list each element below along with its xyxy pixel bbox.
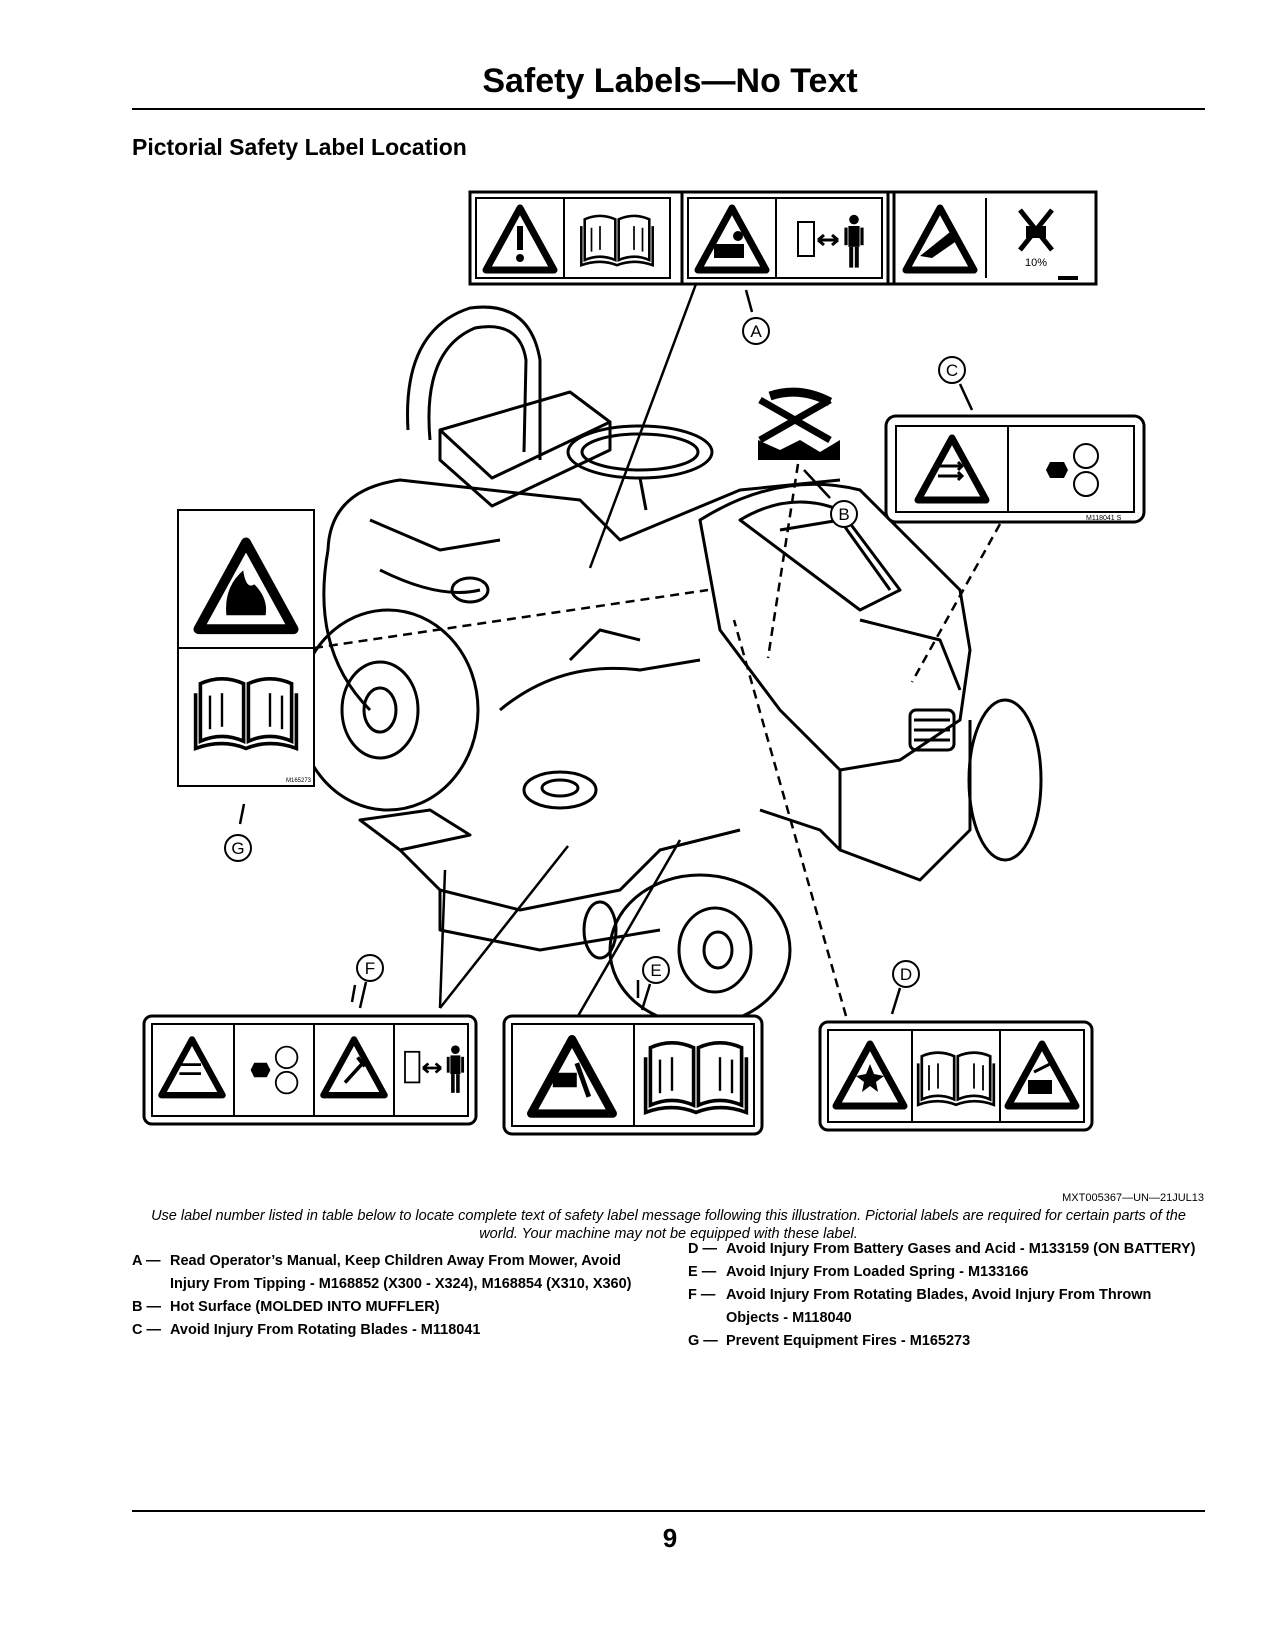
svg-text:G: G — [231, 839, 244, 858]
callout-b: B — [830, 500, 858, 528]
callout-f: F — [356, 954, 384, 1009]
label-b-pictogram — [758, 387, 840, 460]
label-c: M118041 S — [884, 414, 1146, 524]
dashed-leader-lines — [313, 463, 1002, 1017]
svg-text:F: F — [365, 959, 375, 978]
label-e — [502, 1014, 764, 1136]
legend-item-d: D — Avoid Injury From Battery Gases and … — [688, 1241, 1196, 1257]
callout-a: A — [742, 317, 770, 345]
section-title: Pictorial Safety Label Location — [132, 134, 467, 160]
label-g-code: M165273 — [286, 778, 312, 784]
page-number: 9 — [662, 1523, 678, 1553]
figure-caption: Use label number listed in table below t… — [151, 1208, 1186, 1242]
legend-item-b: B — Hot Surface (MOLDED INTO MUFFLER) — [132, 1299, 440, 1315]
tractor-drawing — [296, 305, 1043, 1027]
header-rule — [132, 108, 1205, 110]
legend-item-f: F — Avoid Injury From Rotating Blades, A… — [688, 1287, 1152, 1326]
footer-rule — [132, 1510, 1205, 1512]
svg-text:E: E — [650, 961, 661, 980]
callout-e: E — [640, 956, 670, 1011]
label-a-strip: 10% — [468, 190, 1098, 286]
svg-text:C: C — [946, 361, 958, 380]
safety-label-illustration: 10% — [142, 190, 1146, 1136]
svg-text:A: A — [750, 322, 762, 341]
callout-c: C — [938, 356, 974, 411]
label-g: M165273 — [177, 509, 315, 787]
leader-lines — [238, 283, 831, 1017]
svg-text:B: B — [838, 505, 849, 524]
label-f — [142, 1014, 478, 1126]
callout-g: G — [224, 834, 252, 862]
legend-item-e: E — Avoid Injury From Loaded Spring - M1… — [688, 1264, 1029, 1280]
label-a-percent-text: 10% — [1025, 257, 1047, 269]
label-c-code: M118041 S — [1086, 515, 1122, 522]
svg-text:D: D — [900, 965, 912, 984]
legend-right: D — Avoid Injury From Battery Gases and … — [688, 1238, 1206, 1353]
callout-d: D — [890, 960, 920, 1015]
label-d — [818, 1020, 1094, 1132]
legend-left: A — Read Operator’s Manual, Keep Childre… — [132, 1250, 652, 1342]
figure-id: MXT005367—UN—21JUL13 — [1062, 1192, 1204, 1204]
legend-item-c: C — Avoid Injury From Rotating Blades - … — [132, 1322, 481, 1338]
legend-item-a: A — Read Operator’s Manual, Keep Childre… — [132, 1253, 632, 1292]
page-title: Safety Labels—No Text — [482, 62, 858, 100]
legend-item-g: G — Prevent Equipment Fires - M165273 — [688, 1333, 971, 1349]
